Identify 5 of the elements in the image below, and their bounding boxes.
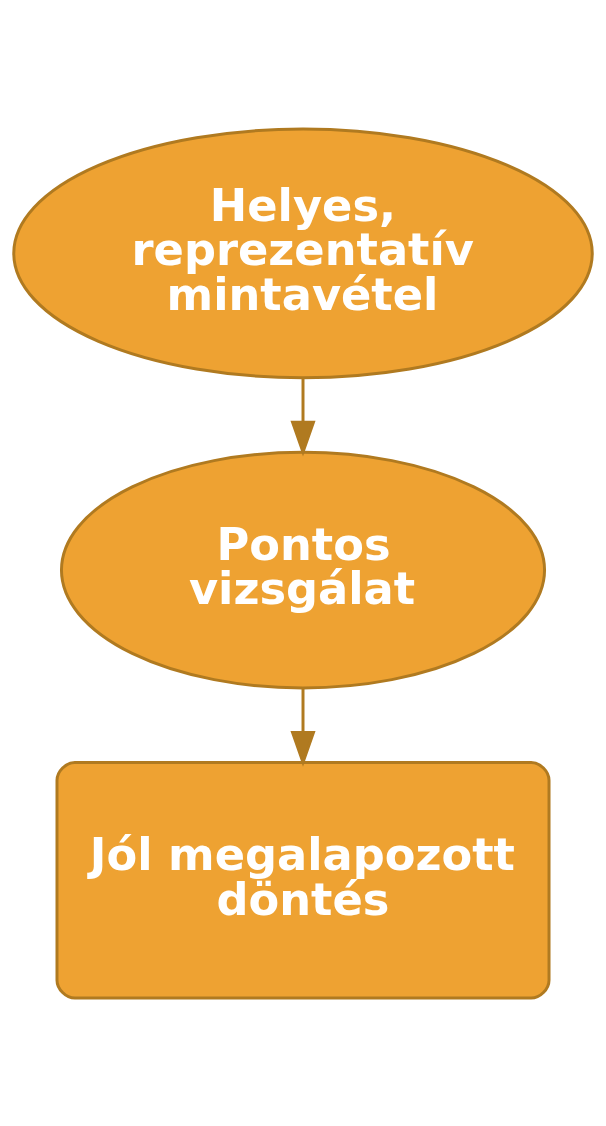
arrow bbox=[290, 687, 316, 767]
node-box: Jól megalapozott döntés bbox=[55, 760, 551, 1000]
arrow bbox=[290, 377, 316, 457]
node-ellipse: Pontos vizsgálat bbox=[60, 450, 547, 689]
node-ellipse: Helyes, reprezentatív mintavétel bbox=[12, 127, 594, 379]
